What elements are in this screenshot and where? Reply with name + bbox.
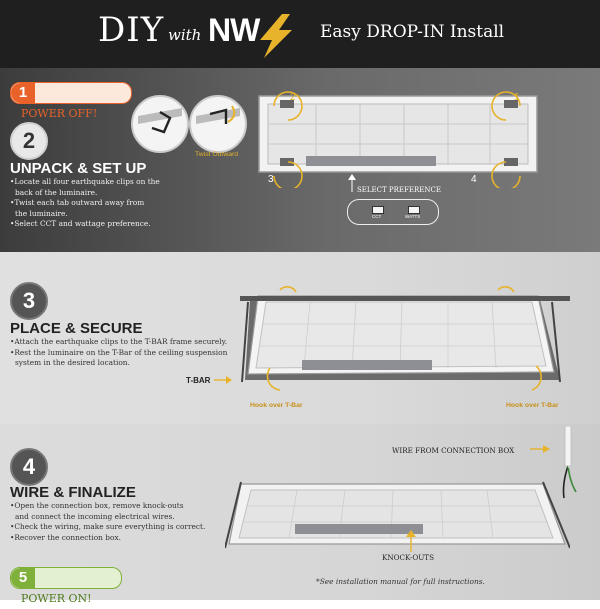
step-2-bullet: the luminaire. (15, 208, 68, 218)
footnote: *See installation manual for full instru… (316, 577, 485, 586)
step-4-bullet: •Check the wiring, make sure everything … (10, 522, 206, 532)
step-3-title: PLACE & SECURE (10, 320, 143, 337)
watts-label: WATTS (405, 214, 421, 219)
arrow-up-icon (406, 530, 416, 552)
luminaire-back-view (258, 95, 538, 173)
power-on-pill: 5POWER ON! (10, 567, 122, 605)
step-4-bullet: and connect the incoming electrical wire… (15, 511, 175, 521)
arrow-right-icon (214, 376, 232, 384)
step-3-number: 3 (10, 282, 48, 320)
step-4-bullet: •Recover the connection box. (10, 532, 121, 542)
step-2-title: UNPACK & SET UP (10, 160, 147, 177)
corner-number: 1 (514, 92, 520, 103)
step-2-bullet: •Twist each tab outward away from (10, 198, 145, 208)
corner-arrows-icon (273, 91, 521, 188)
power-off-pill: 1POWER OFF! (10, 82, 132, 120)
step-2-bullet: •Locate all four earthquake clips on the (10, 177, 160, 186)
step-2-instructions: •Locate all four earthquake clips on the… (10, 177, 170, 230)
corner-number: 2 (290, 92, 296, 103)
watts-switch (408, 206, 420, 214)
tbar-label: T-BAR (186, 376, 211, 385)
hook-over-tbar-right-label: Hook over T-Bar (506, 402, 559, 409)
step-3-bullet: •Attach the earthquake clips to the T-BA… (10, 337, 228, 346)
wiring-illustration (225, 481, 570, 549)
logo-with: with (168, 26, 202, 44)
knockouts-label: KNOCK-OUTS (382, 553, 434, 562)
step-2-number: 2 (10, 122, 48, 160)
corner-number: 3 (268, 174, 274, 185)
clip-detail-illustration (131, 95, 247, 153)
step-2-bullet: back of the luminaire. (15, 187, 98, 197)
power-off-label: POWER OFF! (21, 107, 98, 120)
cct-label: CCT (372, 214, 382, 219)
hook-over-tbar-left-label: Hook over T-Bar (250, 402, 303, 409)
wires-illustration (562, 426, 581, 499)
step-3-instructions: •Attach the earthquake clips to the T-BA… (10, 337, 250, 369)
step-5-number: 5 (11, 568, 35, 588)
logo-brand: NW (208, 12, 260, 48)
step-4-bullet: •Open the connection box, remove knock-o… (10, 501, 184, 510)
switch-selector (347, 199, 439, 225)
corner-number: 4 (471, 174, 477, 185)
step-3-bullet: system in the desired location. (15, 358, 130, 368)
twist-outward-label: Twist Outward (195, 151, 239, 158)
wire-label: WIRE FROM CONNECTION BOX (392, 446, 515, 455)
select-preference-label: SELECT PREFERENCE (357, 186, 441, 194)
arrow-up-icon (348, 174, 356, 192)
step-3-bullet: •Rest the luminaire on the T-Bar of the … (10, 347, 228, 357)
step-1-number: 1 (11, 83, 35, 103)
cct-switch (372, 206, 384, 214)
arrow-right-icon (530, 445, 550, 453)
step-4-title: WIRE & FINALIZE (10, 484, 136, 501)
tbar-installation-illustration (240, 286, 570, 391)
header-banner (0, 0, 600, 68)
header-title: Easy DROP-IN Install (320, 22, 505, 42)
power-on-label: POWER ON! (21, 592, 92, 605)
step-4-instructions: •Open the connection box, remove knock-o… (10, 501, 240, 543)
lightning-bolt-icon (260, 14, 292, 58)
step-4-number: 4 (10, 448, 48, 486)
logo-diy: DIY (98, 10, 165, 50)
step-2-bullet: •Select CCT and wattage preference. (10, 219, 151, 229)
